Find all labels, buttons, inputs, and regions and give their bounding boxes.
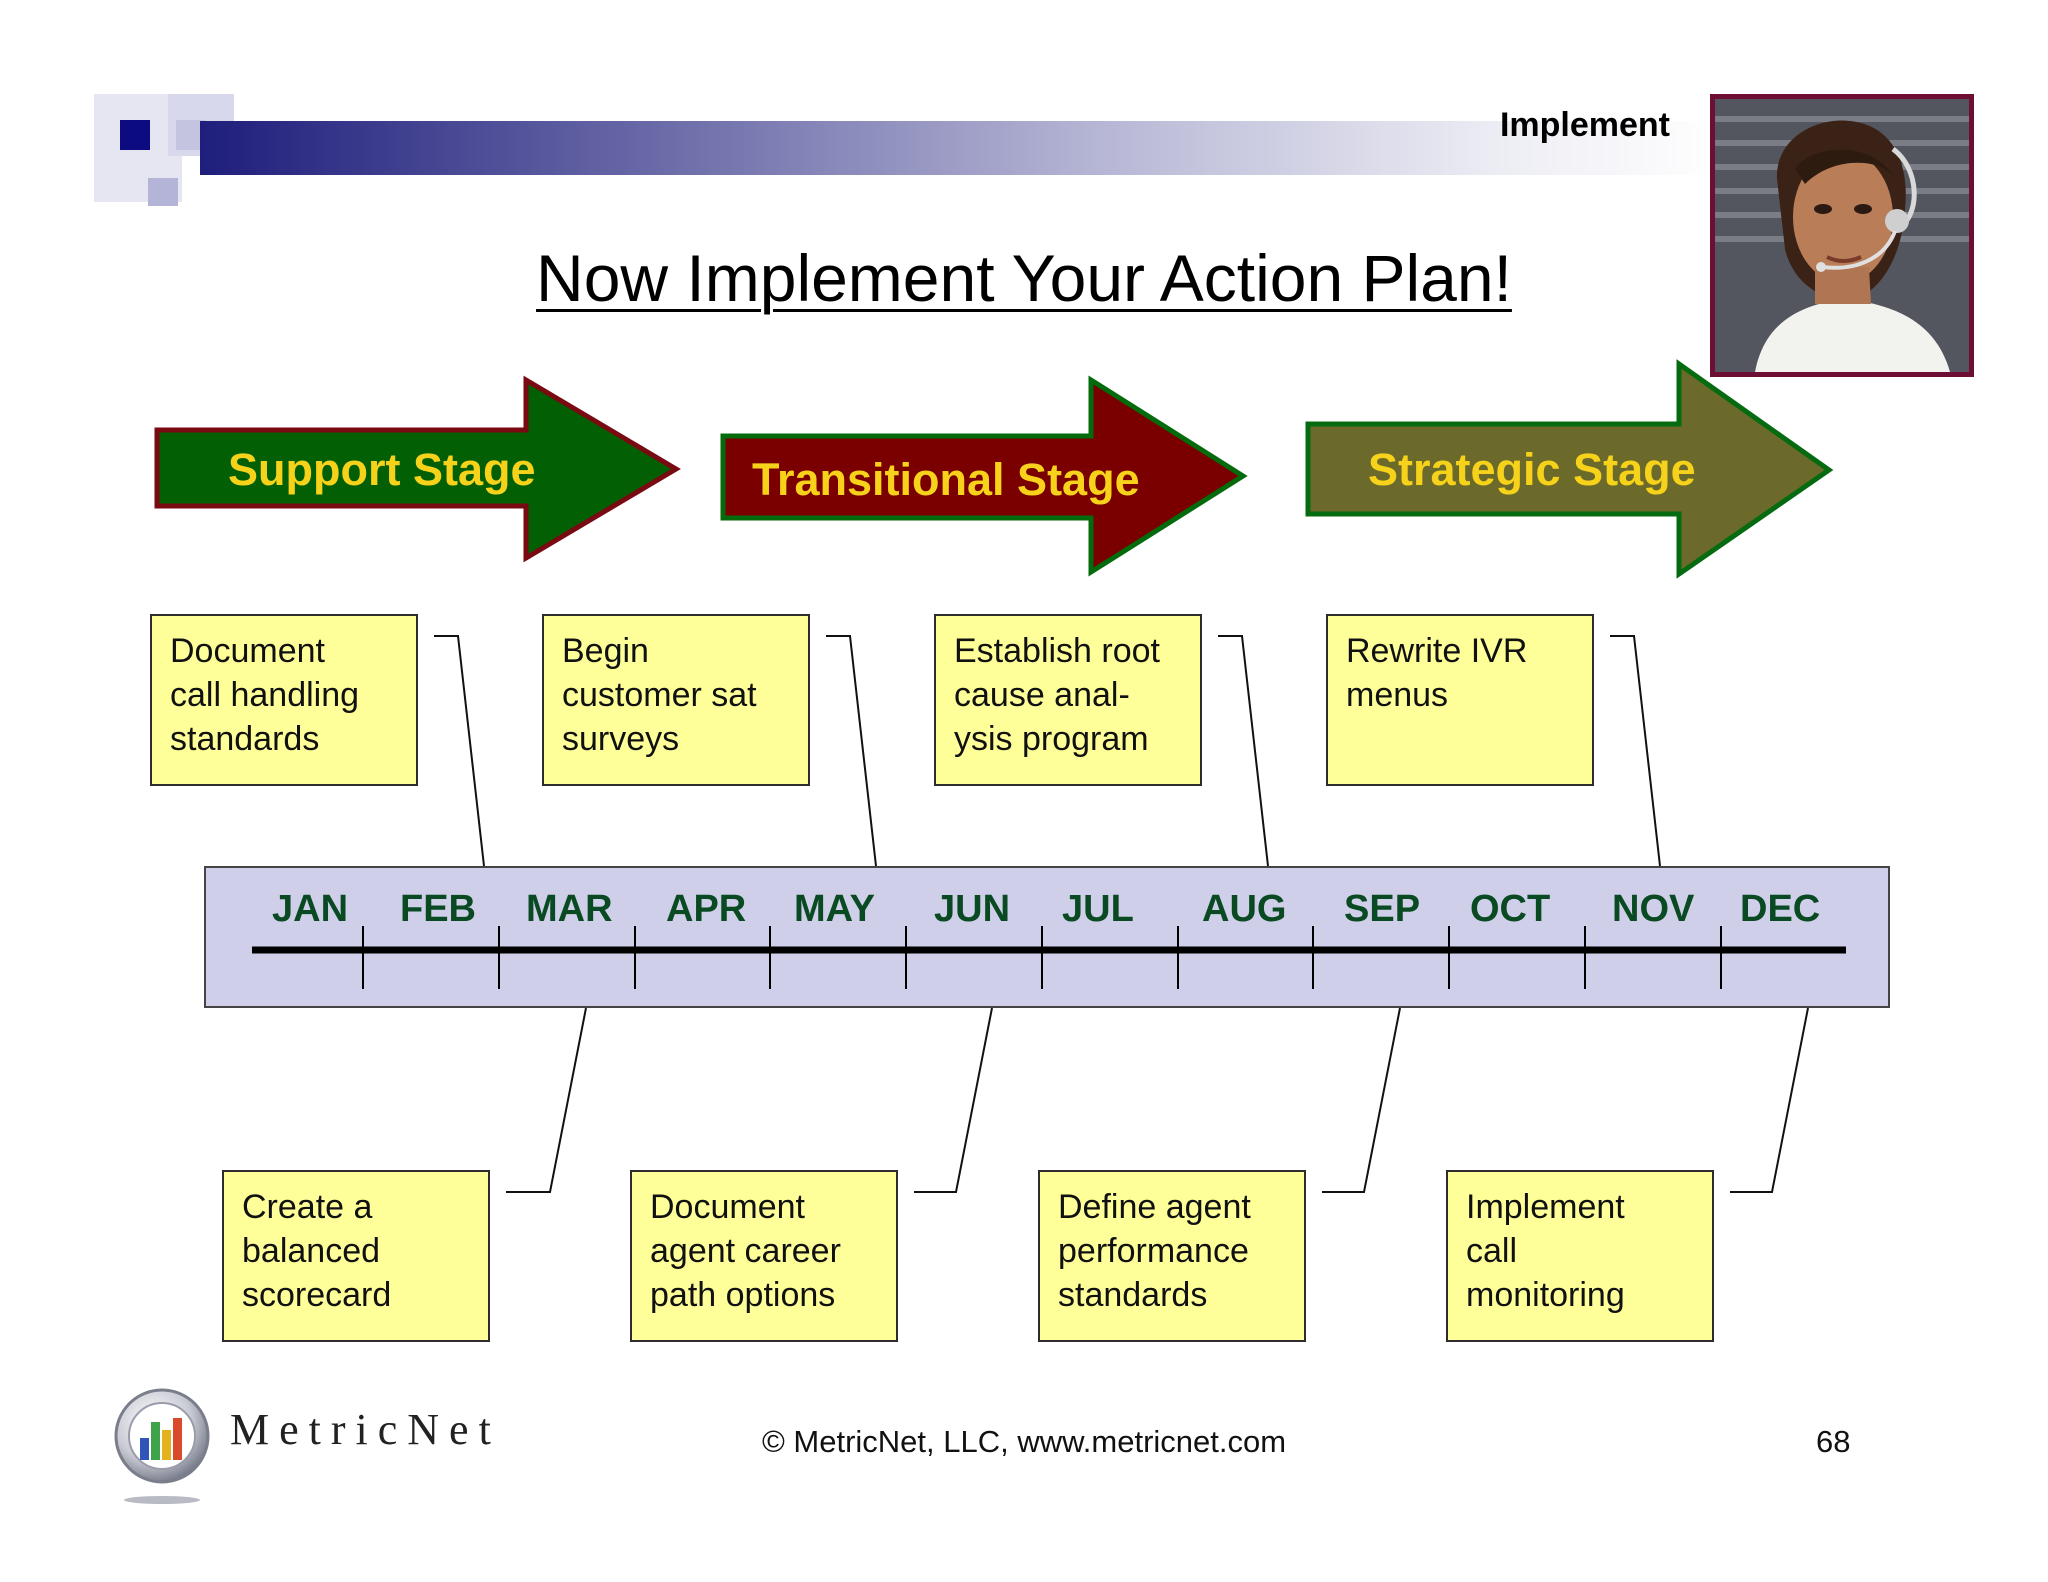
connector-top-2 <box>826 635 877 867</box>
brand-name: MetricNet <box>230 1405 501 1454</box>
month-may: MAY <box>794 888 875 930</box>
strategic-stage-label: Strategic Stage <box>1368 444 1696 495</box>
month-sep: SEP <box>1344 888 1421 930</box>
month-jan: JAN <box>272 888 349 930</box>
transitional-stage-label: Transitional Stage <box>752 454 1140 505</box>
note-root-cause-analysis: Establish root cause anal- ysis program <box>934 614 1202 786</box>
note-document-call-handling: Document call handling standards <box>150 614 418 786</box>
connector-top-3 <box>1218 635 1269 867</box>
month-oct: OCT <box>1470 888 1551 930</box>
transitional-stage-arrow <box>720 375 1248 577</box>
connector-top-4 <box>1610 635 1661 867</box>
month-dec: DEC <box>1740 888 1821 930</box>
connector-bottom-1 <box>506 1007 587 1193</box>
section-label: Implement <box>1499 106 1670 144</box>
note-customer-sat-surveys: Begin customer sat surveys <box>542 614 810 786</box>
page-number: 68 <box>1816 1424 1851 1459</box>
month-feb: FEB <box>400 888 476 930</box>
note-call-monitoring: Implement call monitoring <box>1446 1170 1714 1342</box>
headset-agent-photo <box>1710 94 1974 377</box>
header-gradient-bar <box>200 121 1720 175</box>
page-title: Now Implement Your Action Plan! <box>536 241 1512 315</box>
month-nov: NOV <box>1612 888 1695 930</box>
connector-lines <box>434 635 1809 1193</box>
connector-bottom-3 <box>1322 1007 1401 1193</box>
support-stage-arrow <box>154 375 681 563</box>
copyright-text: © MetricNet, LLC, www.metricnet.com <box>761 1424 1287 1459</box>
note-balanced-scorecard: Create a balanced scorecard <box>222 1170 490 1342</box>
connector-bottom-4 <box>1730 1007 1809 1193</box>
month-mar: MAR <box>526 888 613 930</box>
strategic-stage-arrow <box>1305 359 1834 579</box>
connector-top-1 <box>434 635 485 867</box>
month-apr: APR <box>666 888 747 930</box>
note-agent-performance-standards: Define agent performance standards <box>1038 1170 1306 1342</box>
month-jul: JUL <box>1062 888 1134 930</box>
note-agent-career-path: Document agent career path options <box>630 1170 898 1342</box>
support-stage-label: Support Stage <box>228 444 536 495</box>
note-rewrite-ivr-menus: Rewrite IVR menus <box>1326 614 1594 786</box>
timeline-bar <box>204 866 1890 1008</box>
month-jun: JUN <box>934 888 1011 930</box>
metricnet-logo-icon <box>114 1388 210 1504</box>
connector-bottom-2 <box>914 1007 993 1193</box>
month-aug: AUG <box>1202 888 1287 930</box>
